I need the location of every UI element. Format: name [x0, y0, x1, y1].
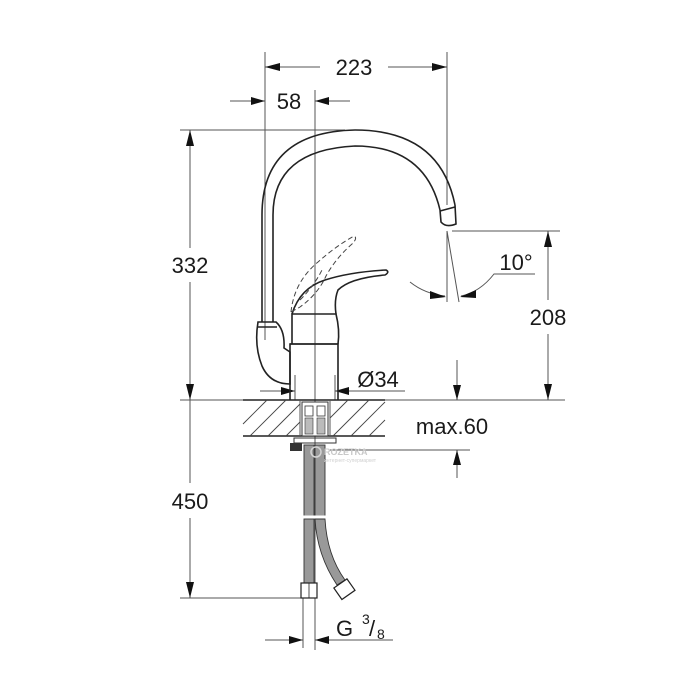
dim-208-label: 208: [530, 305, 567, 330]
watermark-brand: ROZETKA: [324, 447, 368, 457]
dim-diameter-label: Ø34: [357, 367, 399, 392]
dim-332-label: 332: [172, 253, 209, 278]
dimension-thread: G 3 / 8: [265, 598, 393, 648]
dimension-spout-angle: 10°: [409, 230, 535, 303]
dimension-body-diameter: Ø34: [260, 367, 405, 400]
extension-lines: [180, 52, 565, 650]
dimension-total-height: 332: [172, 130, 209, 400]
watermark: ROZETKA интернет-супермаркет: [310, 446, 377, 464]
dimension-spout-reach: 223: [265, 55, 447, 80]
dim-thread-num: 3: [362, 611, 370, 627]
dim-thread-den: 8: [377, 626, 385, 642]
dimension-outlet-height: 208: [530, 231, 567, 400]
countertop-section: [242, 399, 386, 451]
dim-450-label: 450: [172, 489, 209, 514]
dim-58-label: 58: [277, 89, 301, 114]
dim-thread-slash: /: [369, 616, 376, 641]
dim-max60-label: max.60: [416, 414, 488, 439]
dim-223-label: 223: [336, 55, 373, 80]
lever-handle: [290, 235, 389, 315]
dim-10deg-label: 10°: [499, 250, 532, 275]
spout: [255, 129, 457, 385]
dimension-countertop-thickness: max.60: [416, 360, 488, 478]
watermark-tagline: интернет-супермаркет: [324, 458, 377, 464]
dimension-hose-length: 450: [172, 400, 209, 598]
supply-hoses: [300, 444, 356, 601]
faucet-body: [289, 313, 340, 400]
dim-thread-prefix: G: [336, 616, 353, 641]
dimension-body-offset: 58: [230, 89, 350, 114]
